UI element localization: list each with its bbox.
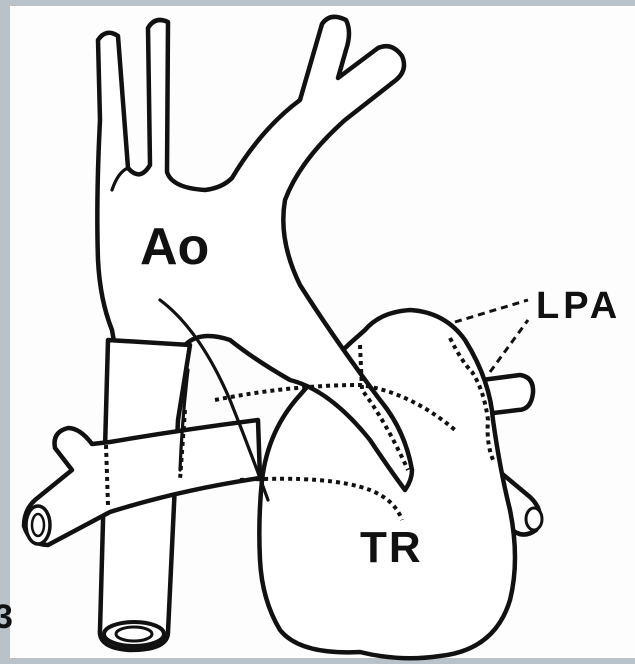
trachea-label: TR <box>360 523 423 572</box>
edge-mark: 3 <box>0 598 13 636</box>
lpa-leader-upper <box>455 300 528 322</box>
lpa-label: LPA <box>536 285 621 327</box>
aorta-lumen-inner <box>116 627 152 641</box>
right-pulmonary-artery-lumen-inner <box>32 514 44 536</box>
aorta-label: Ao <box>140 218 209 276</box>
vessel-lumen-right <box>526 508 542 530</box>
lpa-leader-lower <box>490 320 528 372</box>
